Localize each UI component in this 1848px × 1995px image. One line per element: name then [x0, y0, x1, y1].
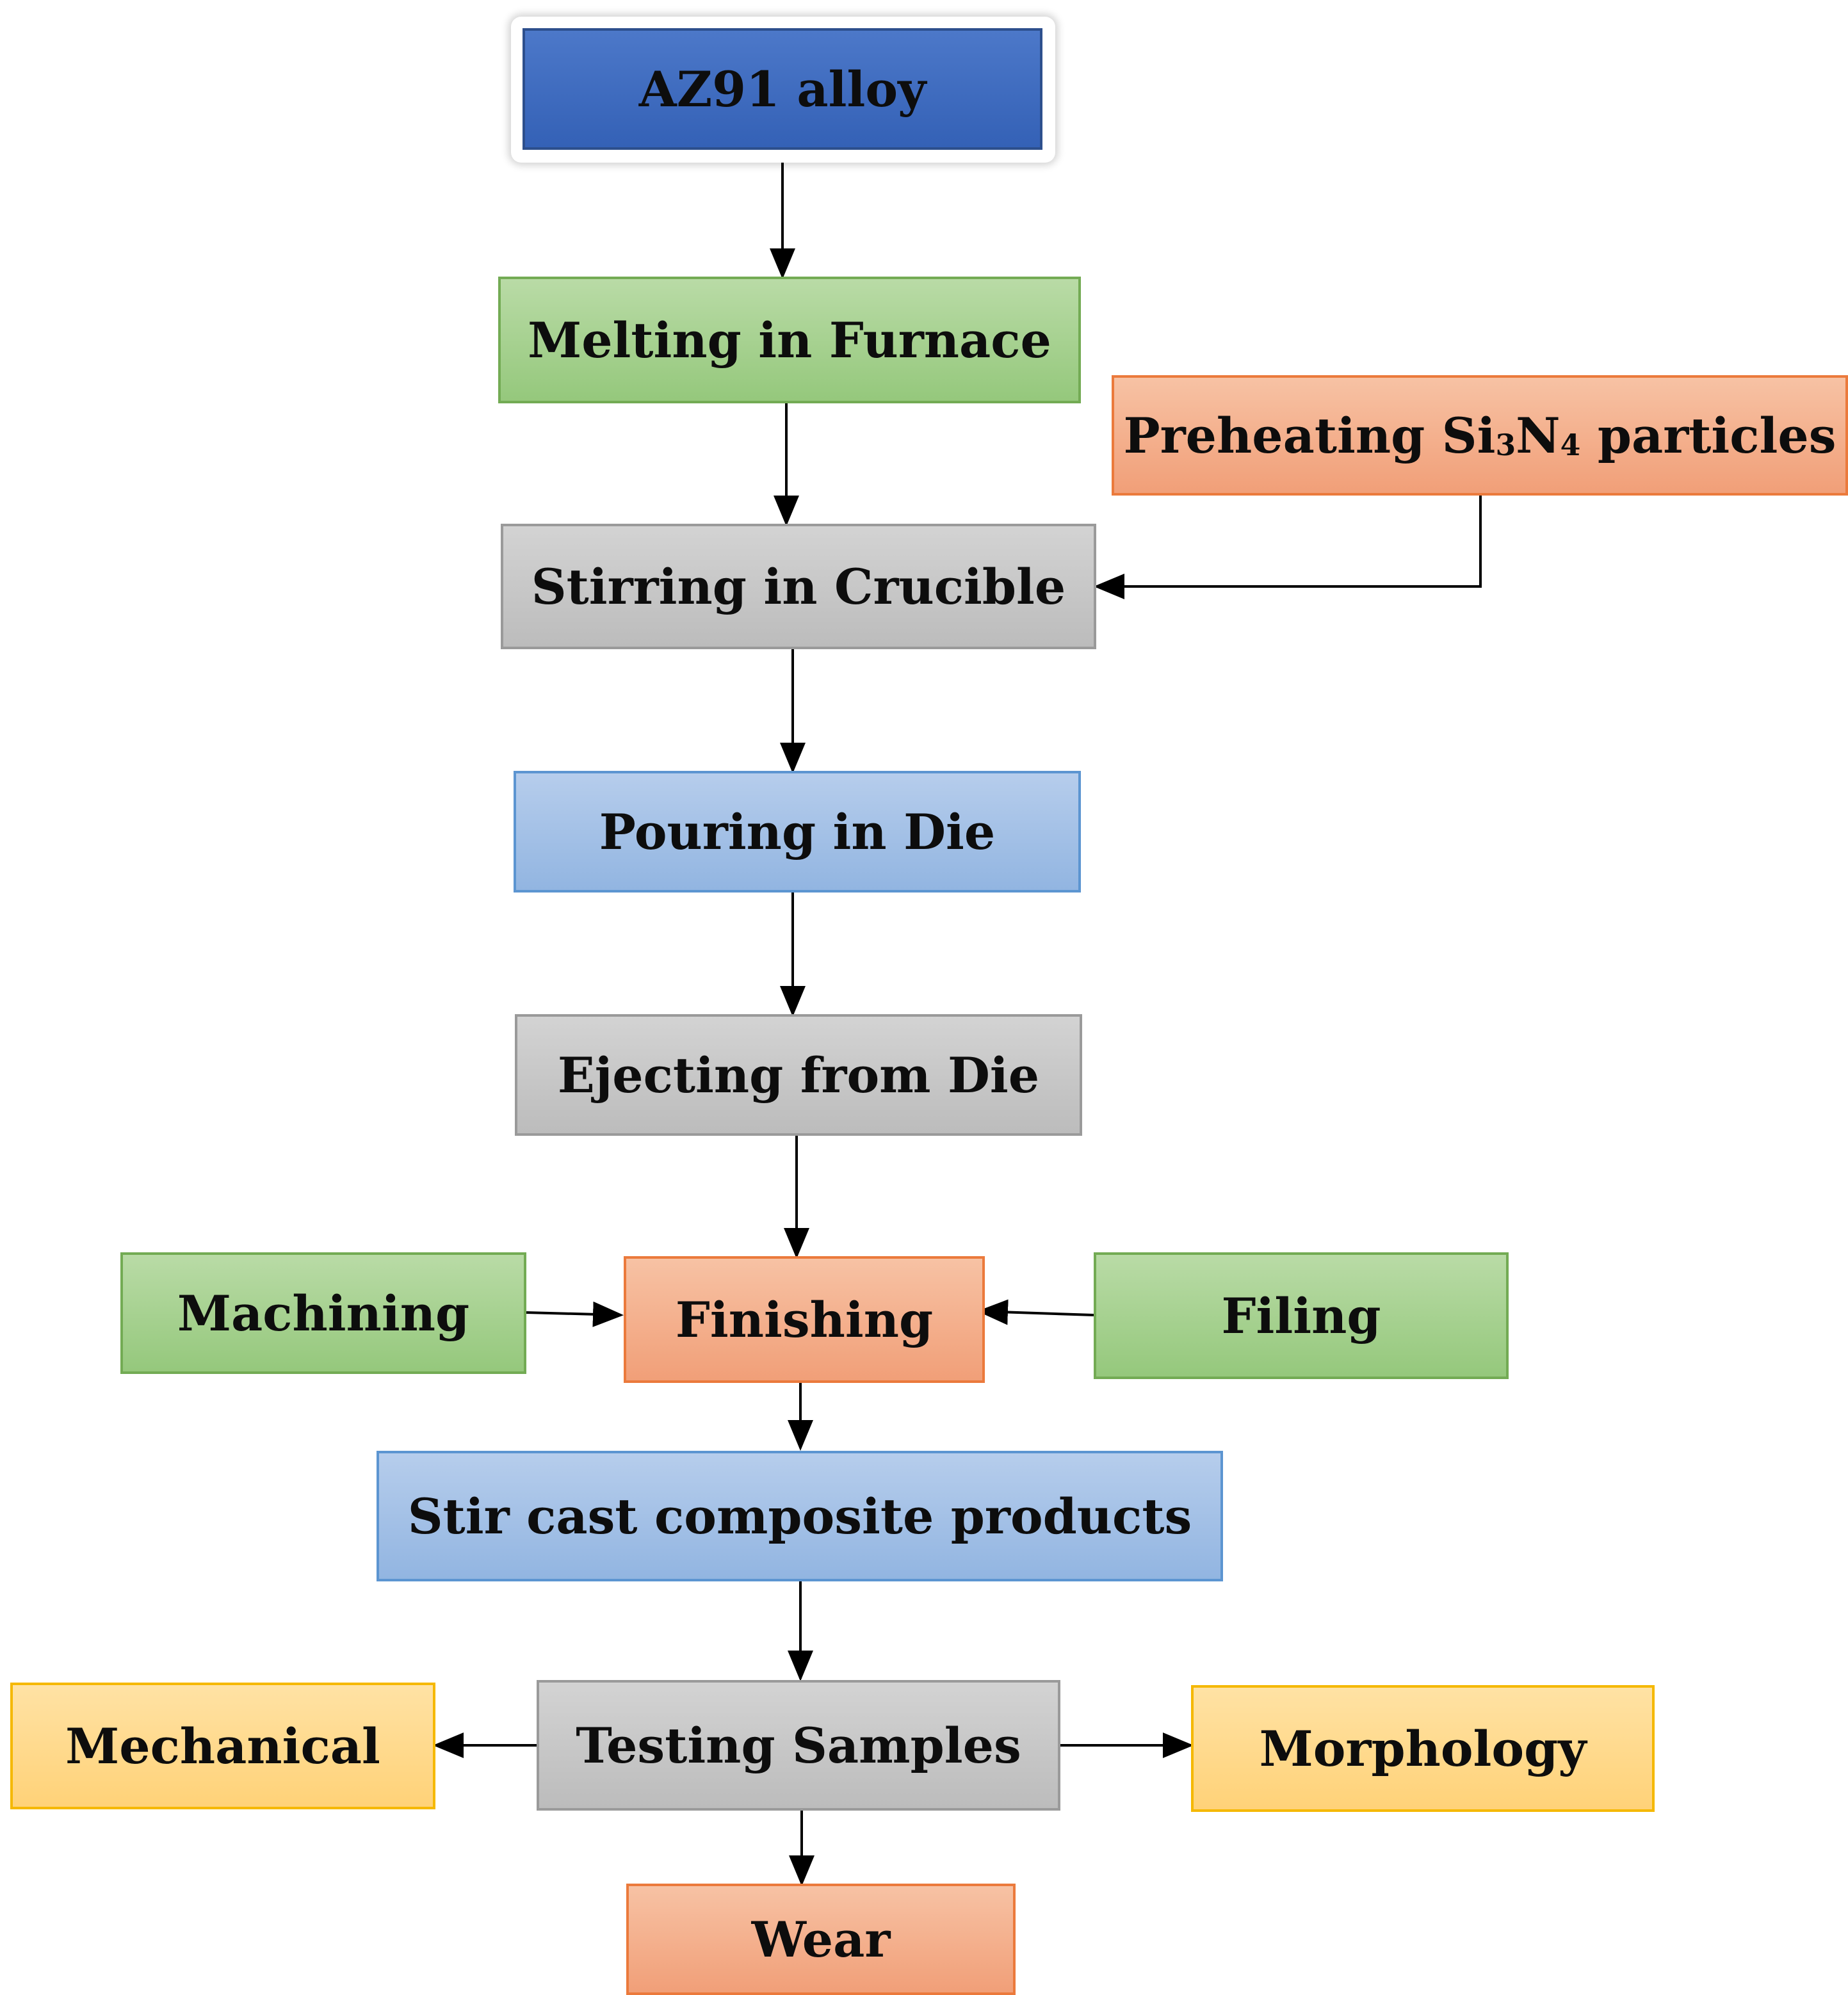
arrow-filing-to-finishing [977, 1299, 1094, 1325]
node-wear: Wear [626, 1884, 1016, 1995]
node-pouring-in-die: Pouring in Die [514, 771, 1081, 892]
node-label: Morphology [1259, 1720, 1587, 1777]
node-label: Pouring in Die [599, 803, 996, 860]
node-label: Stir cast composite products [407, 1487, 1192, 1545]
arrow-preheating-to-stirring [1094, 496, 1482, 599]
node-label: AZ91 alloy [638, 60, 927, 118]
node-filing: Filing [1094, 1252, 1509, 1379]
node-preheating-particles: Preheating Si3N4 particles [1112, 375, 1848, 496]
node-morphology: Morphology [1191, 1685, 1655, 1812]
node-finishing: Finishing [624, 1256, 985, 1383]
node-label: Filing [1221, 1287, 1381, 1345]
node-stir-cast-composite-products: Stir cast composite products [377, 1451, 1223, 1581]
node-ejecting-from-die: Ejecting from Die [515, 1014, 1082, 1136]
node-stirring-in-crucible: Stirring in Crucible [501, 524, 1096, 649]
node-label: Machining [177, 1284, 470, 1342]
node-label: Wear [751, 1910, 891, 1968]
node-az91-alloy: AZ91 alloy [523, 28, 1042, 150]
node-label: Finishing [675, 1291, 934, 1348]
node-testing-samples: Testing Samples [537, 1680, 1060, 1811]
node-label: Ejecting from Die [557, 1046, 1040, 1104]
node-machining: Machining [120, 1252, 526, 1374]
node-melting-in-furnace: Melting in Furnace [498, 277, 1081, 403]
node-label: Preheating Si3N4 particles [1123, 407, 1836, 464]
node-label: Stirring in Crucible [531, 558, 1066, 615]
arrow-machining-to-finishing [526, 1301, 624, 1327]
node-mechanical: Mechanical [10, 1683, 435, 1809]
node-label: Mechanical [65, 1717, 380, 1775]
node-label: Testing Samples [576, 1716, 1021, 1774]
node-label: Melting in Furnace [528, 311, 1051, 369]
